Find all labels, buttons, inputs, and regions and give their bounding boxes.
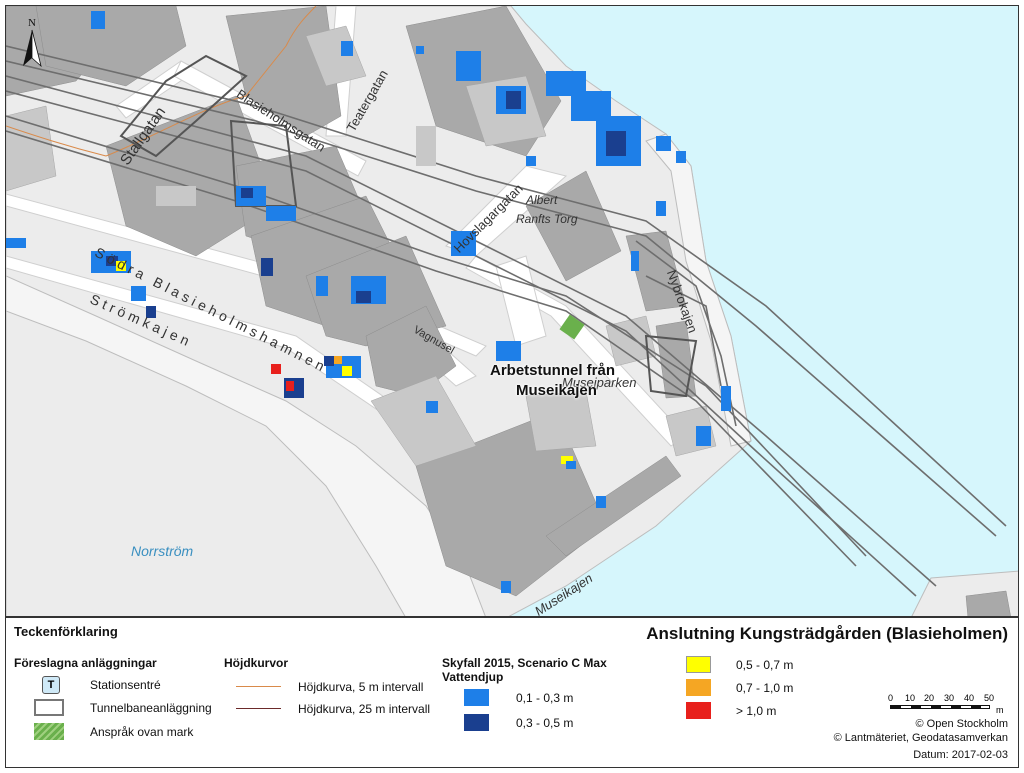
depth-swatch-3 (686, 679, 711, 696)
depth-swatch-2 (686, 656, 711, 673)
tunnel-lines (6, 45, 1007, 597)
legend-label-contour-25m: Höjdkurva, 25 m intervall (298, 702, 431, 716)
depth-label-4: > 1,0 m (736, 704, 777, 718)
scale-unit: m (996, 705, 1004, 715)
facilities-heading: Föreslagna anläggningar (14, 656, 157, 670)
street-label-museiparken: Museiparken (562, 375, 637, 390)
green-hatch-icon (34, 723, 64, 740)
scale-tick-0: 0 (888, 693, 894, 703)
map-date: Datum: 2017-02-03 (913, 749, 1008, 761)
quay-stromkajen (6, 275, 486, 616)
scale-bar: 0 10 20 30 40 50 m (888, 693, 1004, 723)
credit-open-stockholm: © Open Stockholm (915, 718, 1008, 730)
legend-label-anspråk: Anspråk ovan mark (90, 725, 194, 739)
map-frame[interactable]: N Stallgatan Blasieholmsgatan Teatergata… (5, 5, 1019, 617)
skyfall-heading-line2: Vattendjup (442, 670, 504, 684)
contours-heading: Höjdkurvor (224, 656, 289, 670)
depth-swatch-4 (686, 702, 711, 719)
scale-tick-3: 30 (944, 693, 955, 703)
street-label-ranfts-torg: Ranfts Torg (516, 212, 578, 226)
depth-swatch-0 (464, 689, 489, 706)
site-above-ground (559, 314, 585, 340)
credit-lantmateriet: © Lantmäteriet, Geodatasamverkan (833, 732, 1008, 744)
depth-swatch-1 (464, 714, 489, 731)
depth-label-0: 0,1 - 0,3 m (516, 691, 574, 705)
north-letter: N (28, 17, 36, 29)
north-arrow-icon: N (18, 14, 46, 70)
depth-label-2: 0,5 - 0,7 m (736, 658, 794, 672)
depth-label-3: 0,7 - 1,0 m (736, 681, 794, 695)
scale-bar-graphic (890, 705, 990, 709)
legend-title: Teckenförklaring (14, 624, 118, 639)
site-label-line1: Arbetstunnel från (490, 362, 616, 379)
legend-label-stationsentre: Stationsentré (90, 678, 161, 692)
depth-label-1: 0,3 - 0,5 m (516, 716, 574, 730)
map-canvas[interactable] (6, 6, 1019, 617)
legend-label-tunnelbaneanlaggning: Tunnelbaneanläggning (90, 701, 212, 715)
contour-5m (105, 6, 317, 157)
metro-t-icon: T (42, 676, 60, 694)
legend-label-contour-5m: Höjdkurva, 5 m intervall (298, 680, 424, 694)
flood-depth-cells (6, 11, 731, 593)
contour-25m-symbol (236, 708, 281, 709)
scale-tick-5: 50 (984, 693, 995, 703)
contour-5m-symbol (236, 686, 281, 687)
outline-box-icon (34, 699, 64, 716)
map-title: Anslutning Kungsträdgården (Blasieholmen… (646, 624, 1008, 643)
water-label-norrstrom: Norrström (131, 543, 194, 559)
skyfall-heading-line1: Skyfall 2015, Scenario C Max (442, 656, 607, 670)
site-label-line2: Museikajen (516, 382, 597, 399)
quay-nybrokajen (645, 133, 752, 447)
scale-tick-2: 20 (924, 693, 935, 703)
legend-panel: Teckenförklaring Anslutning Kungsträdgår… (5, 617, 1019, 768)
scale-tick-1: 10 (905, 693, 916, 703)
street-label-albert: Albert (526, 193, 558, 207)
scale-tick-4: 40 (964, 693, 975, 703)
contour-5m-b (6, 125, 107, 157)
